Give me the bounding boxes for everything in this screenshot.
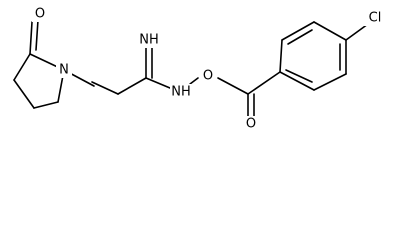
chlorobenzene-ring <box>279 21 369 91</box>
bond-ring-c4-c3 <box>13 79 35 109</box>
chlorine-label: Cl <box>369 11 382 26</box>
bond-ar-1 <box>279 39 283 73</box>
bond-ar-5 <box>313 73 347 91</box>
bond-nh-o <box>189 77 199 85</box>
ether-oxygen-label: O <box>203 69 213 84</box>
bond-amidine-nh <box>145 77 171 89</box>
bond-o-carbonyl <box>217 77 249 95</box>
amide-nitrogen-label: NH <box>171 85 191 100</box>
bond-ar-inner-1 <box>287 29 313 45</box>
imine-nitrogen-label: NH <box>139 33 159 48</box>
chemical-structure-diagram: O N NH NH O O Cl <box>13 6 386 132</box>
bond-ar-cl <box>345 23 369 41</box>
bond-ch2-ring-side <box>91 81 119 95</box>
atom-labels: O N NH NH O O Cl <box>32 6 386 132</box>
bond-ar-2 <box>281 21 315 41</box>
bond-carbonyl-ring <box>247 71 281 95</box>
bond-ch2-amidine <box>117 77 147 95</box>
ester-oxygen-label: O <box>246 117 256 132</box>
bond-carbonyl-single <box>29 21 33 55</box>
bond-ring-c5-c4 <box>13 53 31 81</box>
bond-ring-c3-c2 <box>33 101 59 109</box>
carbonyl-oxygen-label: O <box>35 7 45 22</box>
bond-carbonyl-double <box>35 19 39 51</box>
ring-nitrogen-label: N <box>59 63 69 78</box>
amidoxime-chain <box>63 45 281 117</box>
pyrrolidinone-ring <box>13 19 65 109</box>
bond-ar-inner-3 <box>285 69 313 83</box>
bond-ar-3 <box>313 21 347 41</box>
bond-ar-6 <box>279 71 315 91</box>
